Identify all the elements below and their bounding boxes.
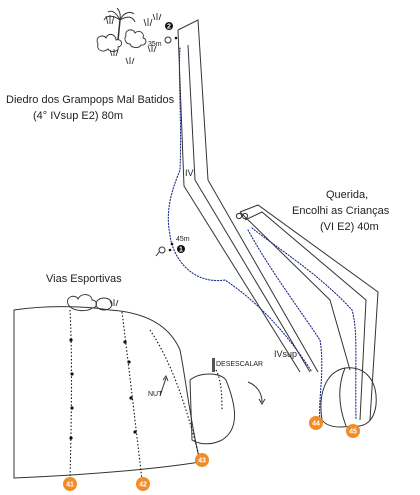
ring-anchor-icon <box>235 212 249 220</box>
descend-label: DESESCALAR <box>216 361 263 368</box>
svg-text:43: 43 <box>198 458 206 465</box>
nut-label: NUT <box>148 391 163 398</box>
palm-tree-icon <box>103 7 136 41</box>
sport-wall-outline <box>13 306 201 479</box>
grade-iv-label: IV <box>185 168 194 178</box>
belay-1-length: 45m <box>176 236 190 243</box>
pitch-2-label: 2 <box>167 24 171 31</box>
esportivas-name: Vias Esportivas <box>46 273 122 285</box>
route-badge-41: 41 <box>63 477 77 491</box>
diedro-name: Diedro dos Grampops Mal Batidos <box>6 94 175 106</box>
dihedral-outline <box>177 19 319 373</box>
base-boulder <box>320 367 377 428</box>
querida-grade: (VI E2) 40m <box>320 221 379 233</box>
querida-route-line <box>251 227 357 421</box>
diedro-grade: (4° IVsup E2) 80m <box>33 110 123 122</box>
belay-2-length: 35m <box>148 41 162 48</box>
nut-arrow-icon <box>159 374 169 397</box>
bolt-markers <box>69 338 137 440</box>
bush-icon <box>67 294 113 312</box>
svg-text:45: 45 <box>349 429 357 436</box>
ring-anchor-icon <box>164 36 178 44</box>
route-badge-42: 42 <box>136 477 150 491</box>
pillar-outline <box>189 373 236 445</box>
descent-post-icon <box>212 358 215 372</box>
svg-text:44: 44 <box>312 421 320 428</box>
descent-line <box>215 369 223 411</box>
route-41-line <box>69 309 73 479</box>
querida-outline <box>239 204 379 421</box>
grass-tuft-icon <box>109 299 119 307</box>
grass-tuft-icon <box>105 13 162 65</box>
route-badge-45: 45 <box>346 424 360 438</box>
route-badge-44: 44 <box>309 416 323 430</box>
route-badge-43: 43 <box>195 453 209 467</box>
svg-text:41: 41 <box>66 482 74 489</box>
summit-vegetation <box>96 7 162 65</box>
bush-icon <box>96 29 147 52</box>
querida-name-2: Encolhi as Crianças <box>292 205 390 217</box>
belay-2-marker: 2 <box>165 22 173 31</box>
arrow-down-icon <box>247 381 266 405</box>
route-badges: 41 42 43 44 45 <box>63 416 360 491</box>
belay-1-marker: 1 <box>155 242 185 257</box>
querida-name-1: Querida, <box>326 189 368 201</box>
querida-route-line-2 <box>247 229 323 421</box>
route-43-line <box>149 329 201 461</box>
pitch-1-label: 1 <box>179 247 183 254</box>
diedro-route-line <box>167 47 313 373</box>
grade-ivsup-label: IVsup <box>274 349 297 359</box>
route-42-line <box>121 311 143 481</box>
svg-text:42: 42 <box>139 482 147 489</box>
